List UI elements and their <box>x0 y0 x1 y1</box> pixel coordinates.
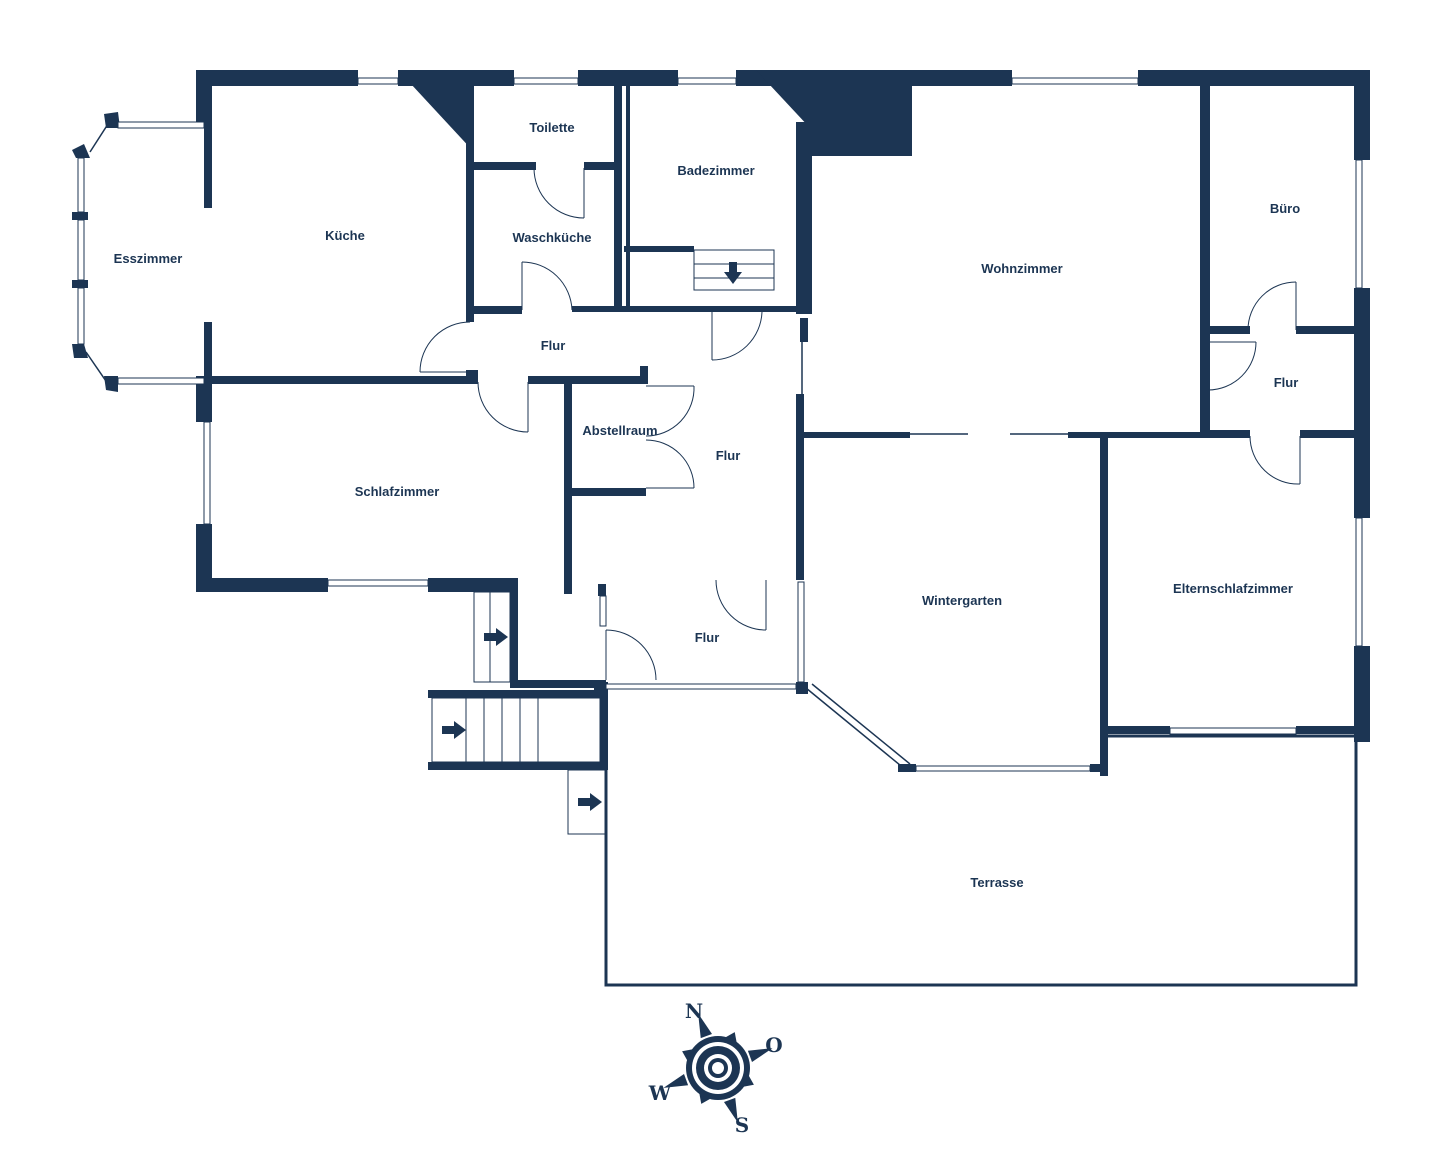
compass-rose-icon: N O S W <box>648 999 783 1137</box>
label-schlafzimmer: Schlafzimmer <box>355 484 440 499</box>
windows <box>77 77 1363 772</box>
arrow-right-icon <box>484 628 508 646</box>
label-flur-center: Flur <box>716 448 741 463</box>
compass-north: N <box>685 999 703 1023</box>
label-flur-bottom: Flur <box>695 630 720 645</box>
label-badezimmer: Badezimmer <box>677 163 754 178</box>
label-elternschlafzimmer: Elternschlafzimmer <box>1173 581 1293 596</box>
arrow-down-icon <box>724 262 742 284</box>
terrace-outline <box>604 734 1358 987</box>
arrow-right-icon <box>578 793 602 811</box>
label-waschkueche: Waschküche <box>513 230 592 245</box>
label-wohnzimmer: Wohnzimmer <box>981 261 1062 276</box>
label-terrasse: Terrasse <box>970 875 1023 890</box>
stair-arrows <box>442 262 742 811</box>
arrow-right-icon <box>442 721 466 739</box>
label-flur-top: Flur <box>541 338 566 353</box>
compass-east: O <box>765 1033 782 1057</box>
compass-west: W <box>648 1081 672 1105</box>
label-kueche: Küche <box>325 228 365 243</box>
doors <box>419 167 1301 681</box>
compass-south: S <box>735 1113 749 1137</box>
label-abstellraum: Abstellraum <box>582 423 657 438</box>
label-esszimmer: Esszimmer <box>114 251 183 266</box>
label-toilette: Toilette <box>529 120 574 135</box>
stairs <box>431 249 775 835</box>
label-buero: Büro <box>1270 201 1300 216</box>
room-labels: Esszimmer Küche Toilette Waschküche Bade… <box>114 120 1301 890</box>
walls <box>72 70 1370 776</box>
label-wintergarten: Wintergarten <box>922 593 1002 608</box>
label-flur-right: Flur <box>1274 375 1299 390</box>
